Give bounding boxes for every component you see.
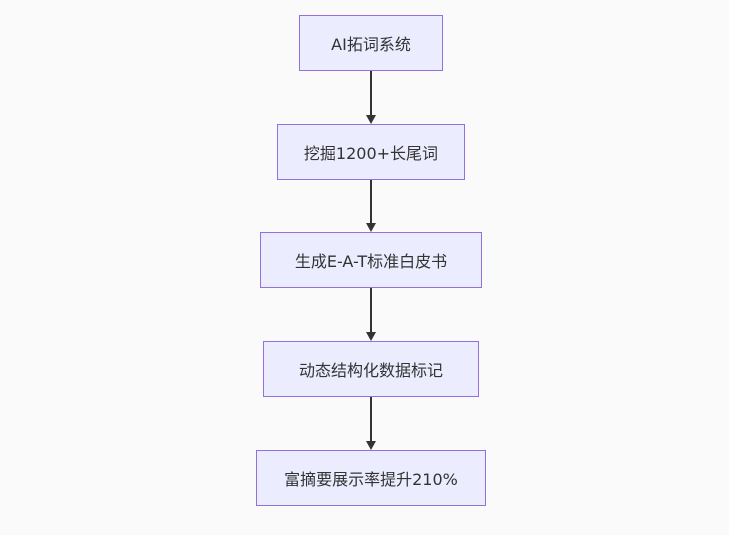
arrowhead-down-icon bbox=[366, 332, 376, 341]
flow-edge-3-4 bbox=[365, 288, 377, 341]
flow-node-eat-whitepaper: 生成E-A-T标准白皮书 bbox=[260, 232, 482, 288]
flow-node-rich-snippet-uplift: 富摘要展示率提升210% bbox=[256, 450, 486, 506]
flow-node-label: 挖掘1200+长尾词 bbox=[303, 144, 439, 163]
arrow-line bbox=[370, 180, 372, 224]
flow-node-structured-data-markup: 动态结构化数据标记 bbox=[263, 341, 479, 397]
flow-node-label: AI拓词系统 bbox=[331, 35, 411, 54]
flow-edge-2-3 bbox=[365, 180, 377, 232]
flow-node-longtail-mining: 挖掘1200+长尾词 bbox=[277, 124, 465, 180]
arrowhead-down-icon bbox=[366, 223, 376, 232]
arrowhead-down-icon bbox=[366, 115, 376, 124]
arrow-line bbox=[370, 397, 372, 442]
flow-edge-4-5 bbox=[365, 397, 377, 450]
arrow-line bbox=[370, 288, 372, 333]
arrow-line bbox=[370, 71, 372, 116]
flow-edge-1-2 bbox=[365, 71, 377, 124]
flow-node-label: 动态结构化数据标记 bbox=[298, 361, 443, 380]
flow-node-ai-keyword-system: AI拓词系统 bbox=[299, 15, 443, 71]
flow-node-label: 富摘要展示率提升210% bbox=[284, 470, 458, 489]
flow-node-label: 生成E-A-T标准白皮书 bbox=[294, 252, 448, 271]
arrowhead-down-icon bbox=[366, 441, 376, 450]
